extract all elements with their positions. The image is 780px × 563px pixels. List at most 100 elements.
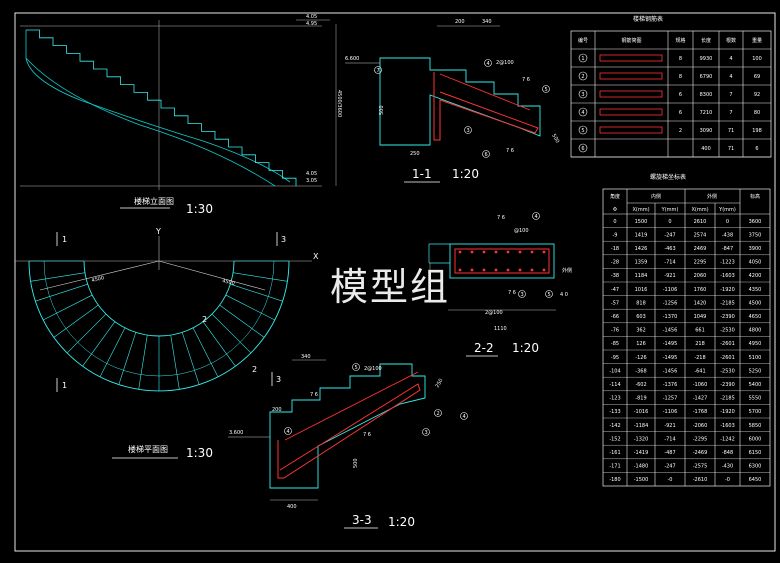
coord-cell: -1495 <box>663 341 678 347</box>
coord-cell: -2185 <box>720 300 735 306</box>
coord-cell: 1049 <box>694 314 707 320</box>
rebar-cell: 7 <box>729 92 732 98</box>
plan-tread <box>138 335 148 390</box>
section1-bubble-3: 3 <box>467 128 470 134</box>
rebar-dot <box>530 250 534 254</box>
coord-cell: -1370 <box>663 314 678 320</box>
section1-rebar-2: 7 6 <box>506 148 514 154</box>
rebar-dot <box>458 268 462 272</box>
coord-cell: -641 <box>694 368 705 374</box>
elevation-dim-0: 4.05 <box>306 14 317 20</box>
coord-cell: -714 <box>664 260 675 266</box>
plan-axis-x: X <box>313 252 319 261</box>
section3-dim-0: 340 <box>301 354 311 360</box>
coord-cell: -95 <box>611 355 619 361</box>
section1-dim-4: 500 <box>550 133 560 144</box>
coord-cell: -1500 <box>634 477 649 483</box>
section3-bubble-2: 4 <box>463 414 466 420</box>
section1-dim-1: 340 <box>482 19 492 25</box>
plan-tread <box>181 332 200 385</box>
rebar-header: 规格 <box>675 37 685 44</box>
rebar-cell: 7 <box>729 110 732 116</box>
coord-cell: -171 <box>609 464 620 470</box>
section1-bubble-1: 5 <box>545 87 548 93</box>
plan-tread <box>233 272 288 282</box>
coord-cell: 3750 <box>749 232 762 238</box>
coord-cell: -0 <box>668 477 673 483</box>
coord-cell: 4950 <box>749 341 762 347</box>
coord-cell: 4500 <box>749 300 762 306</box>
plan-tread <box>30 272 85 282</box>
rebar-cell: 92 <box>754 92 760 98</box>
drawing-frame <box>14 12 776 552</box>
plan-tread <box>99 327 126 377</box>
rebar-dot <box>530 268 534 272</box>
coord-cell: 4350 <box>749 287 762 293</box>
rebar-sketch <box>599 54 663 62</box>
coord-cell: 818 <box>636 300 646 306</box>
rebar-cell: 4 <box>581 110 584 116</box>
section3-title: 3-3 <box>352 513 372 527</box>
rebar-header: 长度 <box>701 37 711 44</box>
elevation-dim-3: 3.05 <box>306 178 317 184</box>
section1-bubble-4: 7 <box>377 68 380 74</box>
elevation-height-label: 4500/3600 <box>336 90 342 117</box>
coord-cell: -1920 <box>720 409 735 415</box>
rebar-dot <box>482 250 486 254</box>
plan-mark-5: 2 <box>252 365 257 374</box>
section-3-3: 3.600 340 2@100 7 6 200 7 6 500 400 250 … <box>228 354 468 529</box>
coord-cell: 6300 <box>749 464 762 470</box>
rebar-cell: 6 <box>581 146 584 152</box>
coord-cell: 4800 <box>749 328 762 334</box>
coord-subheader: Φ <box>613 207 617 213</box>
section3-dim-4: 7 6 <box>363 432 371 438</box>
coord-cell: -2530 <box>720 328 735 334</box>
coord-cell: -142 <box>609 423 620 429</box>
rebar-dot <box>542 268 546 272</box>
coord-cell: 1359 <box>635 260 648 266</box>
rebar-cell: 5 <box>581 128 584 134</box>
rebar-header: 钢筋简图 <box>621 37 641 44</box>
section1-dim-3: 250 <box>410 151 420 157</box>
coord-header: 标高 <box>750 193 760 200</box>
section2-dim-4: 1110 <box>494 326 507 332</box>
rebar-dot <box>494 250 498 254</box>
plan-tread <box>82 321 116 367</box>
coord-cell: -2575 <box>693 464 708 470</box>
coord-cell: 5850 <box>749 423 762 429</box>
coord-cell: -2530 <box>720 368 735 374</box>
coord-cell: -0 <box>725 477 730 483</box>
coord-cell: -104 <box>609 368 620 374</box>
coord-cell: -463 <box>664 246 675 252</box>
plan-tread <box>202 321 236 367</box>
coord-cell: 5700 <box>749 409 762 415</box>
rebar-sketch <box>599 108 663 116</box>
coord-cell: 3600 <box>749 219 762 225</box>
plan-title: 楼梯平面图 <box>128 444 168 454</box>
coord-cell: 1419 <box>635 232 648 238</box>
rebar-dot <box>482 268 486 272</box>
coord-cell: -2295 <box>693 436 708 442</box>
plan-tread <box>170 335 180 390</box>
coord-cell: -368 <box>635 368 646 374</box>
plan-view: X Y 4500 4500 1 1 3 3 2 2 楼梯平面图 1:30 <box>15 227 319 460</box>
coord-cell: -2469 <box>693 450 708 456</box>
coord-cell: 5250 <box>749 368 762 374</box>
coord-cell: 0 <box>668 219 671 225</box>
coord-cell: 0 <box>726 219 729 225</box>
plan-tread <box>43 294 93 321</box>
section3-dim-6: 400 <box>287 504 297 510</box>
coord-cell: -218 <box>694 355 705 361</box>
plan-mark-1: 1 <box>62 381 67 390</box>
coord-cell: -9 <box>613 232 618 238</box>
plan-tread <box>219 304 265 338</box>
coord-cell: -85 <box>611 341 619 347</box>
rebar-cell: 71 <box>728 146 734 152</box>
coord-cell: 6150 <box>749 450 762 456</box>
plan-scale: 1:30 <box>186 446 213 460</box>
rebar-id-bubble <box>578 143 588 153</box>
coord-cell: 4200 <box>749 273 762 279</box>
rebar-sketch <box>599 90 663 98</box>
coord-cell: -819 <box>635 396 646 402</box>
